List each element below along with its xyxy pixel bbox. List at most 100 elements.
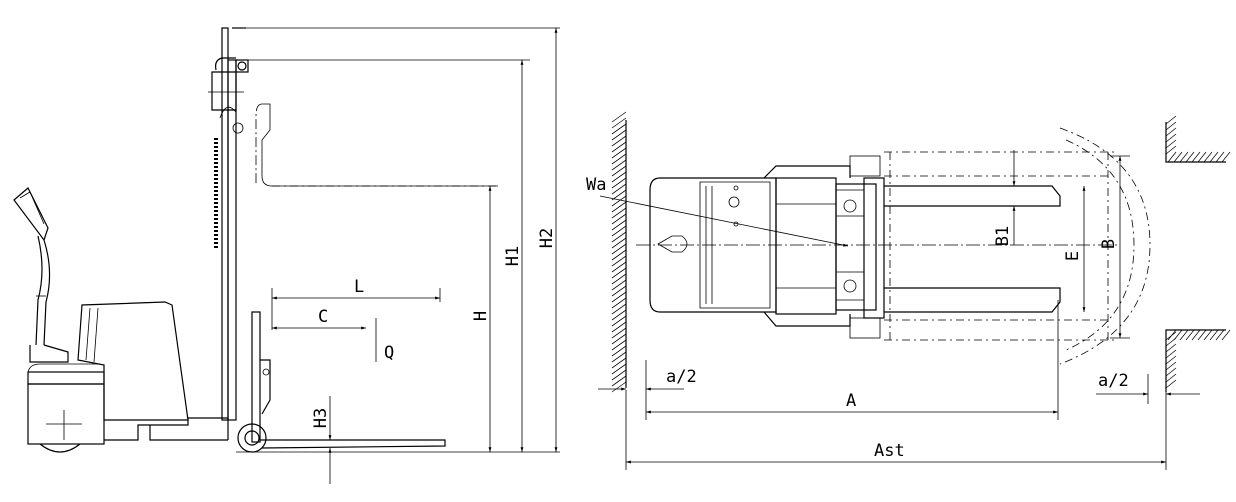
dim-h2: H2 <box>537 27 558 452</box>
top-body <box>649 165 851 327</box>
hatch-line <box>611 159 627 171</box>
hatch-line <box>611 213 627 225</box>
hatch-line <box>611 279 627 291</box>
hatch-line <box>611 165 627 177</box>
hatch-line <box>611 261 627 273</box>
label-h1: H1 <box>503 246 523 266</box>
top-forks <box>884 185 1061 313</box>
hatch-line <box>1165 379 1177 389</box>
hatch-line <box>611 339 627 351</box>
hatch-line <box>1165 343 1177 353</box>
hatch-line <box>611 345 627 357</box>
hatch-line <box>611 285 627 297</box>
top-carriage <box>835 155 885 339</box>
hatch-line <box>611 147 627 159</box>
dim-h: H <box>471 186 492 452</box>
label-ast: Ast <box>874 441 905 461</box>
hatch-line <box>1165 115 1177 125</box>
top-view: Wa B1 E B a/2 <box>586 111 1231 470</box>
hatch-line <box>1179 329 1189 341</box>
dim-ast: Ast <box>625 390 1167 470</box>
label-a: A <box>846 391 856 411</box>
hatch-line <box>1173 151 1183 163</box>
hatch-line <box>1197 329 1207 341</box>
label-h: H <box>471 311 491 321</box>
hatch-line <box>611 357 627 369</box>
hatch-line <box>611 249 627 261</box>
hatch-line <box>1165 349 1177 359</box>
hatch-line <box>1165 337 1177 347</box>
mast <box>208 27 560 421</box>
hatch-line <box>1167 151 1177 163</box>
hatch-line <box>611 117 627 129</box>
hatch-line <box>611 273 627 285</box>
turning-arc <box>1059 127 1151 365</box>
label-h2: H2 <box>537 228 557 248</box>
hatch-line <box>611 129 627 141</box>
label-a2-left: a/2 <box>666 367 697 387</box>
hatch-line <box>1209 329 1219 341</box>
hatch-line <box>1165 127 1177 137</box>
dim-c: C Q <box>272 307 394 363</box>
hatch-line <box>1165 355 1177 365</box>
lowered-fork <box>236 311 560 453</box>
dim-a2-left: a/2 <box>598 360 697 420</box>
hatch-line <box>611 231 627 243</box>
hatch-line <box>1185 329 1195 341</box>
label-h3: H3 <box>311 408 331 428</box>
label-wa: Wa <box>586 175 606 195</box>
dim-b1: B1 <box>993 150 1016 246</box>
raised-fork <box>255 103 498 187</box>
hatch-line <box>1179 151 1189 163</box>
hatch-line <box>611 333 627 345</box>
hatch-line <box>1165 139 1177 149</box>
label-c: C <box>318 307 328 327</box>
dim-h1: H1 <box>503 60 524 452</box>
right-wall-top <box>1165 115 1231 163</box>
hatch-line <box>611 201 627 213</box>
hatch-line <box>611 363 627 375</box>
hatch-line <box>1165 373 1177 383</box>
tiller-handle <box>13 187 69 363</box>
hatch-line <box>1197 151 1207 163</box>
hatch-line <box>611 297 627 309</box>
hatch-line <box>611 303 627 315</box>
pallet-outline <box>884 151 1116 341</box>
hatch-line <box>1165 331 1177 341</box>
hatch-line <box>611 309 627 321</box>
hatch-line <box>611 327 627 339</box>
hatch-line <box>1203 151 1213 163</box>
hatch-line <box>611 177 627 189</box>
hatch-line <box>1185 151 1195 163</box>
hatch-line <box>1165 133 1177 143</box>
truck-body <box>27 301 189 445</box>
right-wall-bottom <box>1165 329 1231 392</box>
hatch-line <box>611 375 627 387</box>
label-b1: B1 <box>993 226 1013 246</box>
hatch-line <box>1203 329 1213 341</box>
hatch-line <box>611 207 627 219</box>
hatch-line <box>611 237 627 249</box>
hatch-line <box>611 141 627 153</box>
hatch-line <box>611 315 627 327</box>
dim-e: E <box>1063 186 1086 312</box>
hatch-line <box>611 123 627 135</box>
hatch-line <box>611 321 627 333</box>
hatch-line <box>611 255 627 267</box>
hatch-line <box>1215 329 1225 341</box>
label-b: B <box>1099 239 1119 249</box>
hatch-line <box>611 171 627 183</box>
hatch-line <box>1221 329 1231 341</box>
dim-a: A <box>646 300 1059 420</box>
hatch-line <box>1191 329 1201 341</box>
hatch-line <box>611 183 627 195</box>
hatch-line <box>611 351 627 363</box>
dim-b: B <box>1099 155 1130 339</box>
dim-a2-right: a/2 <box>1096 371 1200 404</box>
hatch-line <box>1215 151 1225 163</box>
hatch-line <box>1165 145 1177 155</box>
hatch-line <box>1165 121 1177 131</box>
hatch-line <box>611 381 627 393</box>
hatch-line <box>1165 367 1177 377</box>
